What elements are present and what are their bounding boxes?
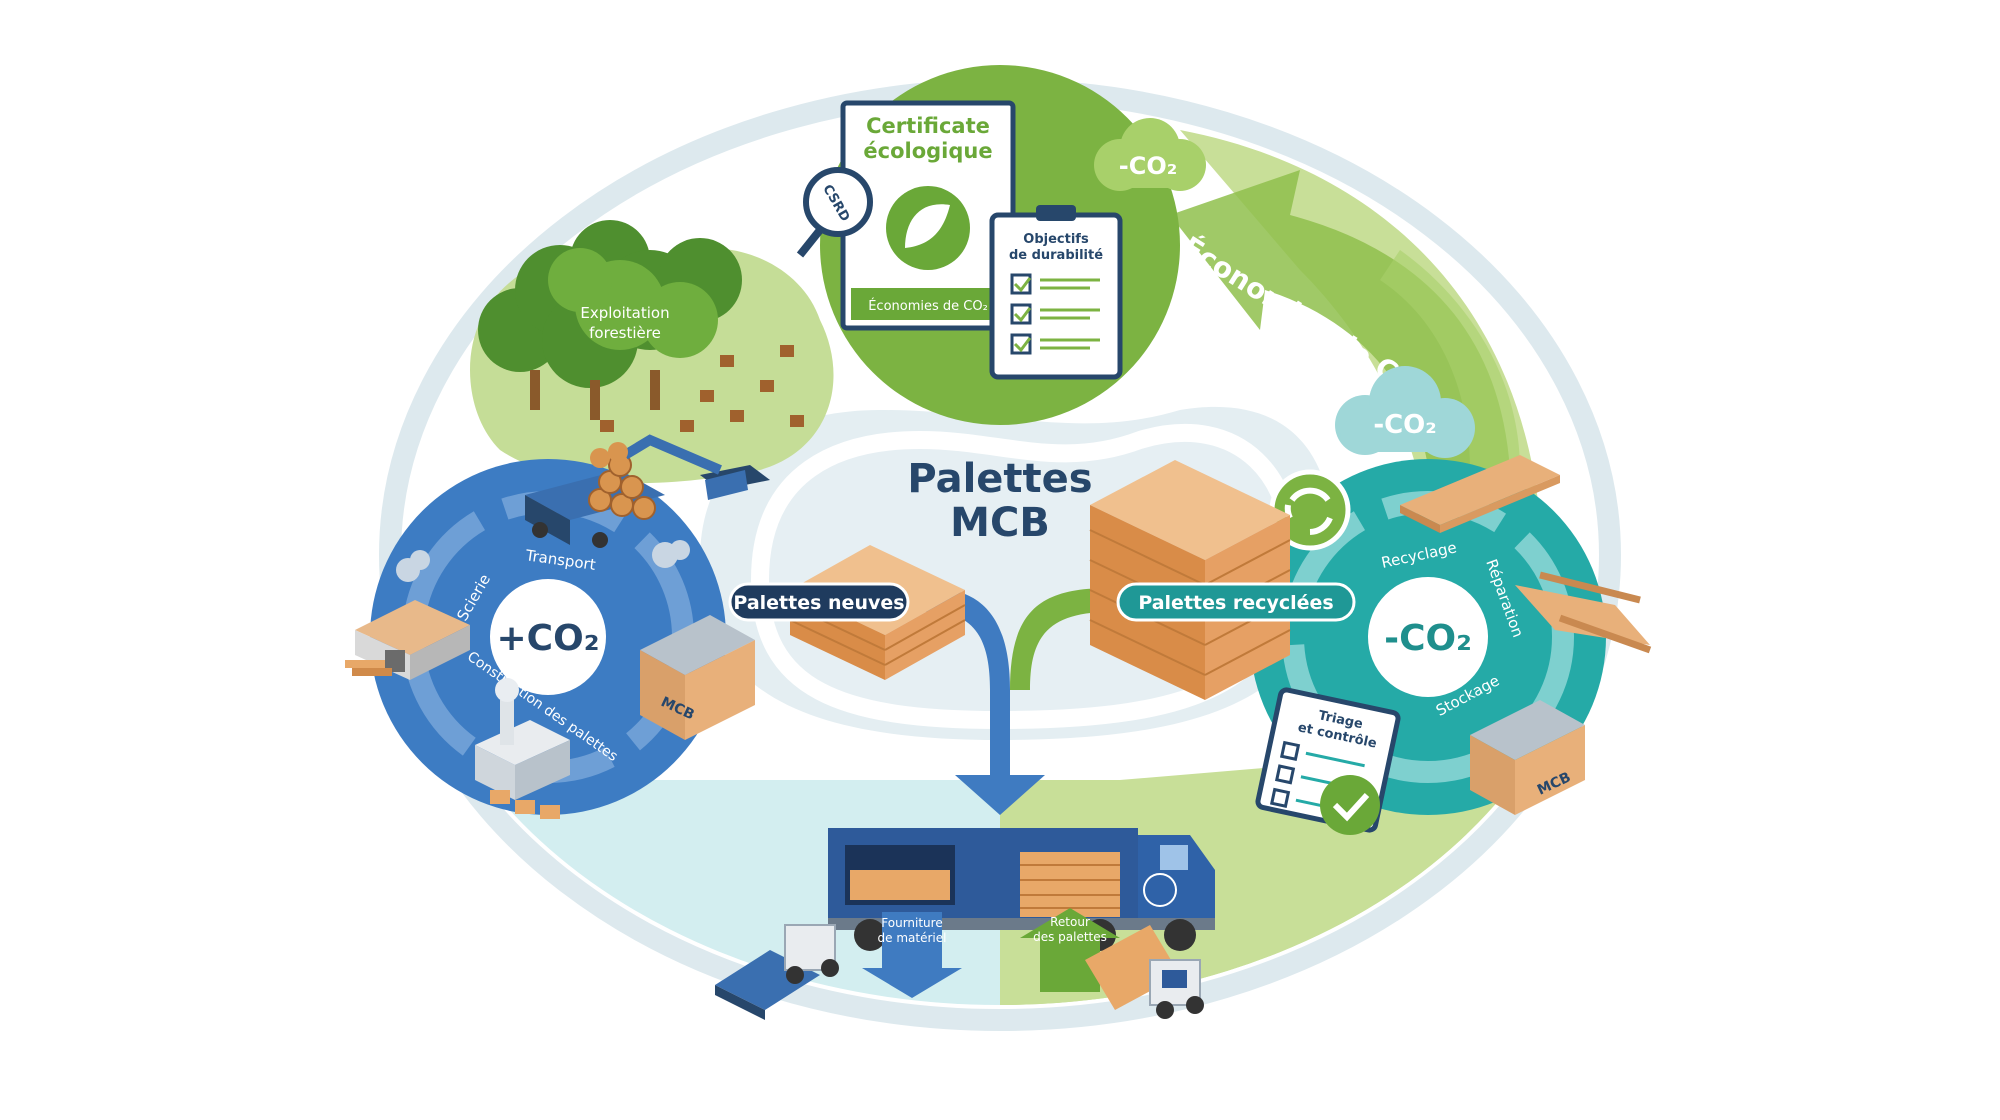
- checkbox-icon: [1010, 273, 1100, 355]
- new-pallets-pill: Palettes neuves: [728, 582, 910, 622]
- certificate-title-line2: écologique: [863, 139, 992, 163]
- return-arrow-line1: Retour: [1050, 915, 1090, 929]
- new-pallets-label: Palettes neuves: [733, 592, 904, 614]
- cloud-icon-right: [1335, 366, 1475, 458]
- recycled-pallets-label: Palettes recyclées: [1138, 592, 1333, 614]
- right-recycling-cycle: -CO₂ Recyclage Réparation Stockage MCB: [1250, 455, 1652, 815]
- sawmill-icon: [345, 550, 470, 680]
- clipboard-goals-line2: de durabilité: [1009, 248, 1103, 263]
- delivery-truck-icon: [828, 828, 1215, 951]
- certificate-footer: Économies de CO₂: [868, 298, 988, 314]
- tree-stump-icon: [600, 345, 804, 432]
- forest-area: Exploitation forestière: [470, 220, 834, 484]
- certificate-title-line1: Certificate: [866, 114, 990, 138]
- cloud-icon-top: [1094, 118, 1206, 191]
- supply-arrow: Fourniture de matériel: [862, 912, 962, 998]
- magnifier-icon: CSRD: [796, 167, 873, 258]
- forklift-left-icon: [715, 924, 839, 1020]
- page-title-line1: Palettes: [907, 456, 1092, 502]
- return-arrow-line2: des palettes: [1033, 930, 1107, 944]
- recycled-pallets-flow-arrow: [1010, 588, 1110, 690]
- sustainability-clipboard: Objectifs de durabilité: [989, 205, 1123, 380]
- left-production-cycle: +CO₂ Transport Scierie Construction des …: [345, 434, 770, 819]
- mcb-warehouse-icon: MCB: [640, 615, 755, 740]
- clipboard-goals-line1: Objectifs: [1023, 232, 1089, 247]
- broken-pallet-icon: [1515, 571, 1652, 654]
- right-cycle-center: -CO₂: [1384, 618, 1472, 659]
- supply-arrow-line1: Fourniture: [881, 916, 942, 930]
- forklift-right-icon: [1085, 925, 1204, 1019]
- recycled-pallets-pill: Palettes recyclées: [1116, 582, 1356, 622]
- excavator-icon: [590, 434, 770, 500]
- mcb-warehouse-icon: MCB: [1470, 700, 1585, 815]
- page-title-line2: MCB: [950, 500, 1050, 546]
- left-cycle-center: +CO₂: [497, 618, 600, 659]
- timber-truck-icon: [525, 453, 690, 568]
- factory-icon: [475, 678, 570, 819]
- cloud-top-label: -CO₂: [1119, 152, 1178, 180]
- forest-label-line1: Exploitation: [580, 304, 669, 322]
- forest-label-line2: forestière: [589, 324, 661, 342]
- certificate-area: Certificate écologique Économies de CO₂ …: [796, 65, 1180, 425]
- check-badge-icon: [1320, 775, 1380, 835]
- supply-arrow-line2: de matériel: [878, 931, 947, 945]
- triage-clipboard: Triage et contrôle: [1255, 687, 1401, 835]
- pallet-boards-icon: [1400, 455, 1560, 533]
- cloud-right-label: -CO₂: [1373, 410, 1436, 440]
